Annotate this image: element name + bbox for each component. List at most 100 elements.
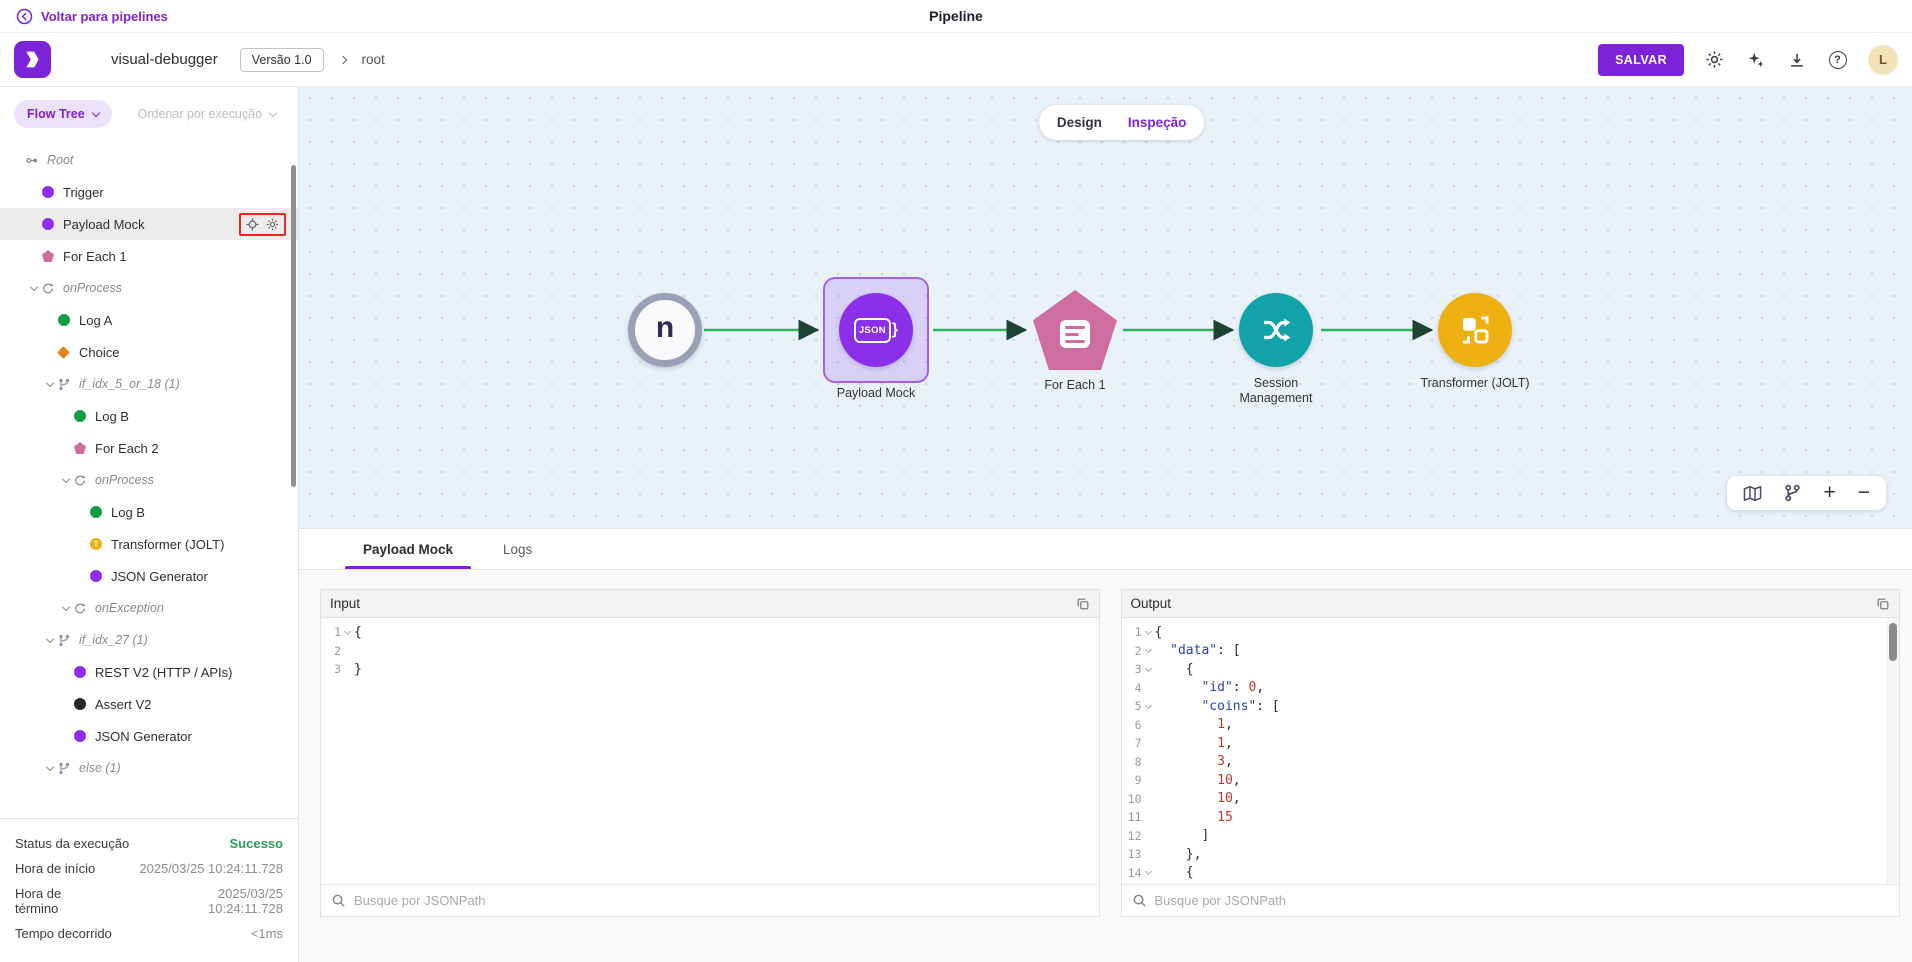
flow-tree-dropdown[interactable]: Flow Tree [14, 100, 112, 128]
tab-payload-mock[interactable]: Payload Mock [345, 529, 472, 569]
canvas-mode-toggle: Design Inspeção [1038, 105, 1205, 140]
json-icon [90, 570, 102, 582]
code-line: 3 { [1122, 660, 1900, 679]
zoom-in-button[interactable]: + [1823, 481, 1836, 504]
help-icon[interactable]: ? [1827, 49, 1848, 70]
tree-item-json-generator[interactable]: JSON Generator [0, 560, 298, 592]
tree-item-choice[interactable]: Choice [0, 336, 298, 368]
tree-item-else-1[interactable]: else (1) [0, 752, 298, 784]
fold-toggle-icon[interactable] [1142, 646, 1155, 654]
code-text: 1, [1217, 735, 1233, 751]
flow-branch-icon[interactable] [1784, 484, 1801, 502]
canvas-node-session[interactable] [1239, 293, 1313, 367]
tree-item-for-each-1[interactable]: For Each 1 [0, 240, 298, 272]
output-jsonpath-search[interactable] [1154, 893, 1889, 908]
fold-toggle-icon[interactable] [1142, 868, 1155, 876]
download-icon[interactable] [1786, 49, 1807, 70]
pipeline-header: visual-debugger Versão 1.0 root SALVAR ?… [0, 33, 1912, 87]
tree-expand-chevron[interactable] [58, 474, 74, 484]
tree-item-json-generator[interactable]: JSON Generator [0, 720, 298, 752]
chevron-down-icon [268, 108, 278, 117]
breadcrumb-item-root[interactable]: root [361, 52, 385, 67]
fold-toggle-icon[interactable] [1142, 627, 1155, 635]
locate-node-button[interactable] [246, 217, 259, 231]
save-button[interactable]: SALVAR [1598, 43, 1684, 76]
sidebar-scrollbar[interactable] [291, 165, 296, 487]
trigger-logo: n [655, 310, 675, 344]
code-text: 3, [1217, 754, 1233, 770]
search-icon [1132, 893, 1147, 908]
settings-gear-icon[interactable] [1704, 49, 1725, 70]
canvas-node-payload[interactable]: JSON} [839, 293, 913, 367]
tree-item-if-idx-5-or-18-1[interactable]: if_idx_5_or_18 (1) [0, 368, 298, 400]
code-line: 2 "data": [ [1122, 642, 1900, 661]
tree-item-log-b[interactable]: Log B [0, 400, 298, 432]
log-icon [90, 506, 102, 518]
list-icon [1060, 320, 1090, 348]
chevron-down-icon [91, 108, 100, 117]
tree-item-label: Log B [95, 408, 129, 424]
output-code-editor[interactable]: 1{2 "data": [3 {4 "id": 0,5 "coins": [6 … [1122, 618, 1900, 884]
zoom-out-button[interactable]: − [1857, 481, 1870, 504]
canvas-node-foreach[interactable] [1033, 290, 1117, 370]
tree-item-label: if_idx_5_or_18 (1) [79, 377, 180, 391]
canvas-node-transformer[interactable] [1438, 293, 1512, 367]
tree-item-assert-v2[interactable]: Assert V2 [0, 688, 298, 720]
tree-expand-chevron[interactable] [26, 282, 42, 292]
input-jsonpath-search[interactable] [354, 893, 1089, 908]
app-logo[interactable] [14, 41, 51, 78]
tree-item-log-b[interactable]: Log B [0, 496, 298, 528]
status-label: Hora de início [15, 861, 96, 876]
line-number: 3 [1134, 662, 1142, 677]
tree-expand-chevron[interactable] [58, 602, 74, 612]
code-text: }, [1154, 846, 1202, 862]
tree-item-payload-mock[interactable]: Payload Mock [0, 208, 298, 240]
tab-design[interactable]: Design [1056, 115, 1102, 130]
tree-item-if-idx-27-1[interactable]: if_idx_27 (1) [0, 624, 298, 656]
fold-toggle-icon[interactable] [341, 627, 354, 635]
output-scrollbar-thumb[interactable] [1889, 623, 1897, 661]
status-value: 2025/03/25 10:24:11.728 [139, 861, 283, 876]
canvas-node-trigger[interactable]: n [628, 293, 702, 367]
output-pane-title: Output [1130, 596, 1172, 611]
user-avatar[interactable]: L [1868, 44, 1898, 75]
node-settings-button[interactable] [266, 218, 279, 231]
tree-expand-chevron[interactable] [42, 762, 58, 772]
copy-icon[interactable] [1876, 597, 1890, 611]
trigger-icon [42, 186, 54, 198]
tree-expand-chevron[interactable] [42, 634, 58, 644]
tree-item-onprocess[interactable]: onProcess [0, 272, 298, 304]
tree-item-onprocess[interactable]: onProcess [0, 464, 298, 496]
tree-item-root[interactable]: Root [0, 144, 298, 176]
tree-item-onexception[interactable]: onException [0, 592, 298, 624]
tree-item-for-each-2[interactable]: For Each 2 [0, 432, 298, 464]
tree-item-log-a[interactable]: Log A [0, 304, 298, 336]
minimap-icon[interactable] [1743, 485, 1762, 502]
loop-icon [42, 282, 54, 294]
copy-icon[interactable] [1076, 597, 1090, 611]
inspect-tabs: Payload Mock Logs [299, 528, 1912, 570]
back-to-pipelines-link[interactable]: Voltar para pipelines [16, 8, 168, 25]
line-number: 3 [334, 662, 341, 677]
fold-toggle-icon[interactable] [1142, 701, 1155, 709]
tab-logs[interactable]: Logs [503, 541, 533, 557]
ai-sparkles-icon[interactable] [1745, 49, 1766, 70]
fold-toggle-icon[interactable] [1142, 664, 1155, 672]
code-line: 3} [321, 660, 1099, 679]
node-label: Payload Mock [836, 386, 916, 400]
tree-item-rest-v2-http-apis[interactable]: REST V2 (HTTP / APIs) [0, 656, 298, 688]
tree-item-trigger[interactable]: Trigger [0, 176, 298, 208]
line-number: 6 [1134, 717, 1142, 732]
node-label: Session Management [1239, 376, 1313, 405]
tree-expand-chevron[interactable] [42, 378, 58, 388]
sort-by-execution-dropdown[interactable]: Ordenar por execução [138, 107, 278, 121]
help-question-mark: ? [1828, 50, 1847, 69]
tab-inspecao[interactable]: Inspeção [1127, 115, 1187, 130]
assert-icon [74, 698, 86, 710]
